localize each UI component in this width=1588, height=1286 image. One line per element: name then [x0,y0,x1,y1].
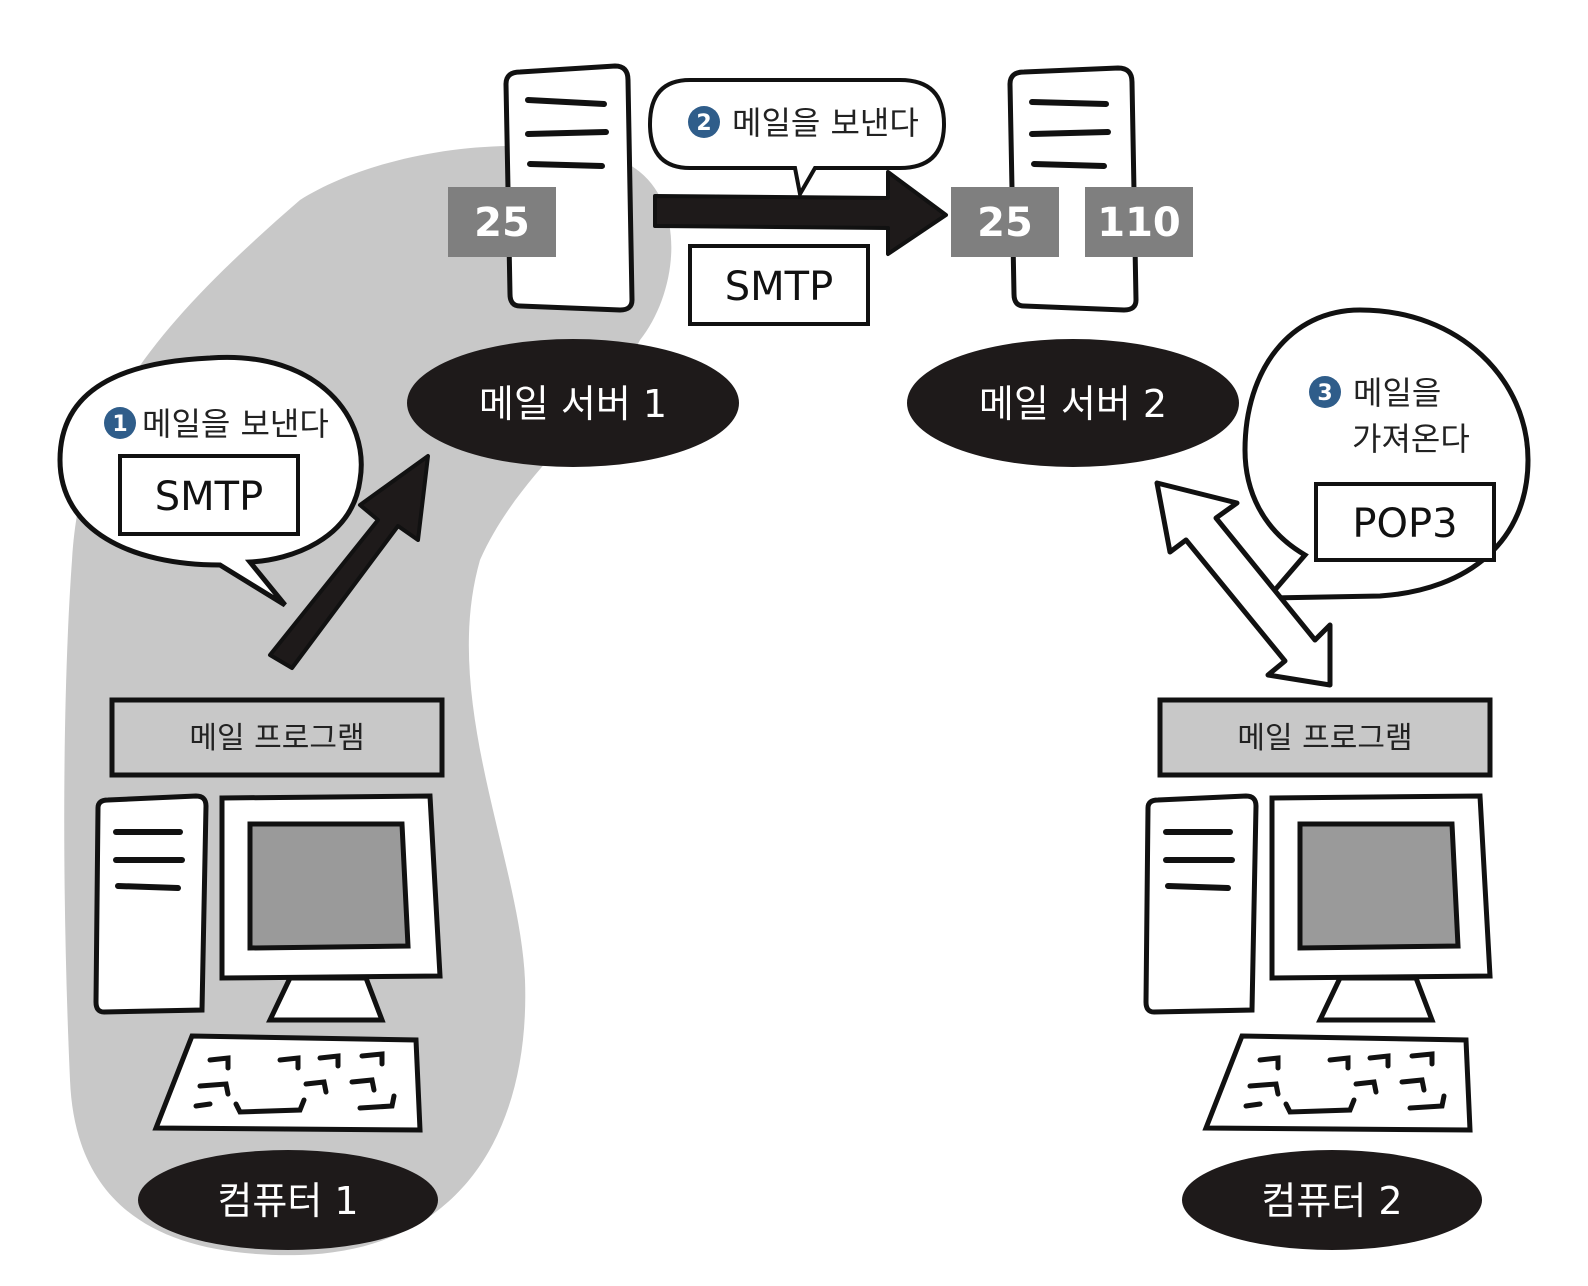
step-1-number: 1 [112,412,127,437]
svg-text:SMTP: SMTP [725,264,833,310]
speech-bubble-step2 [647,78,947,200]
step-3-label-line2: 가져온다 [1352,420,1470,458]
svg-text:25: 25 [977,200,1033,246]
mail-server-1-node: 메일 서버 1 [407,339,739,467]
computer-2-node: 컴퓨터 2 [1182,1150,1482,1250]
svg-text:컴퓨터 2: 컴퓨터 2 [1261,1179,1402,1223]
mail-server-2-node: 메일 서버 2 [907,339,1239,467]
step-2-label: 메일을 보낸다 [732,104,919,142]
svg-text:메일 서버 2: 메일 서버 2 [979,382,1167,426]
protocol-box-step3: POP3 [1314,482,1496,562]
step-2-badge [688,106,720,138]
step-3-label-line1: 메일을 [1353,374,1441,412]
svg-text:POP3: POP3 [1352,501,1457,547]
mail-program-bar-1: 메일 프로그램 [109,697,445,778]
port-badge-server2-pop3: 110 [1085,187,1193,257]
svg-text:메일 프로그램: 메일 프로그램 [189,721,364,756]
computer-icon [93,793,443,1133]
keyboard-icon [1202,1033,1473,1133]
step-1-badge [104,407,136,439]
computer-1-node: 컴퓨터 1 [138,1150,438,1250]
step-2-number: 2 [696,111,711,136]
mail-program-bar-2: 메일 프로그램 [1157,697,1493,778]
protocol-box-step2: SMTP [688,244,870,326]
svg-text:25: 25 [474,200,530,246]
svg-text:컴퓨터 1: 컴퓨터 1 [217,1179,358,1223]
protocol-box-step1: SMTP [118,454,300,536]
computer-icon [1143,793,1493,1133]
svg-text:메일 프로그램: 메일 프로그램 [1237,721,1412,756]
port-badge-server2-smtp: 25 [951,187,1059,257]
step-3-number: 3 [1317,381,1332,406]
svg-text:SMTP: SMTP [155,474,263,520]
port-badge-server1: 25 [448,187,556,257]
bidirectional-arrow-icon [1154,480,1333,688]
svg-text:110: 110 [1097,200,1181,246]
step-3-badge [1309,376,1341,408]
arrow-icon [653,170,948,256]
step-1-label: 메일을 보낸다 [142,405,329,443]
arrow-icon [268,454,430,670]
svg-text:메일 서버 1: 메일 서버 1 [479,382,667,426]
keyboard-icon [152,1033,423,1133]
